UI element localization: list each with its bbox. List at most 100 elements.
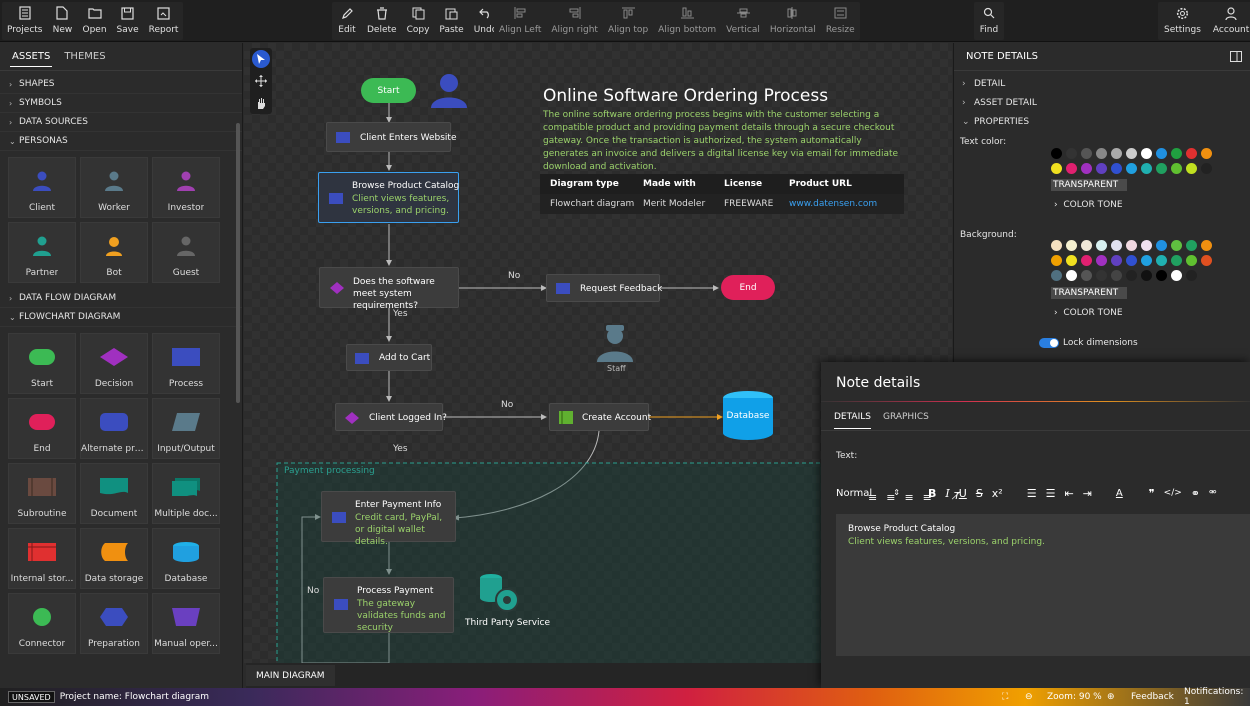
align-left-text-icon[interactable]: ≡ bbox=[868, 491, 878, 504]
color-swatch[interactable] bbox=[1111, 255, 1122, 266]
color-swatch[interactable] bbox=[1171, 163, 1182, 174]
color-swatch[interactable] bbox=[1156, 163, 1167, 174]
shape-data-storage[interactable]: Data storage bbox=[80, 528, 148, 589]
color-swatch[interactable] bbox=[1126, 255, 1137, 266]
zoom-out-icon[interactable]: ⊖ bbox=[1025, 692, 1033, 702]
delete-button[interactable]: Delete bbox=[362, 2, 402, 40]
section-flowchart-diagram[interactable]: ⌄FLOWCHART DIAGRAM bbox=[0, 308, 242, 327]
section-data-sources[interactable]: ›DATA SOURCES bbox=[0, 113, 242, 132]
tab-main-diagram[interactable]: MAIN DIAGRAM bbox=[246, 665, 335, 686]
color-swatch[interactable] bbox=[1081, 148, 1092, 159]
align-horizontal-button[interactable]: Horizontal bbox=[765, 2, 821, 40]
tab-details[interactable]: DETAILS bbox=[834, 412, 871, 429]
color-swatch[interactable] bbox=[1081, 163, 1092, 174]
color-swatch[interactable] bbox=[1126, 163, 1137, 174]
copy-button[interactable]: Copy bbox=[402, 2, 435, 40]
color-swatch[interactable] bbox=[1186, 148, 1197, 159]
color-swatch[interactable] bbox=[1171, 270, 1182, 281]
underline-icon[interactable]: U bbox=[958, 486, 967, 500]
color-swatch[interactable] bbox=[1141, 270, 1152, 281]
color-swatch[interactable] bbox=[1201, 163, 1212, 174]
node-process-payment[interactable]: Process Payment The gateway validates fu… bbox=[323, 577, 454, 633]
shape-end[interactable]: End bbox=[8, 398, 76, 459]
shape-multiple-documents[interactable]: Multiple doc... bbox=[152, 463, 220, 524]
bullet-list-icon[interactable]: ☰ bbox=[1045, 486, 1056, 500]
color-swatch[interactable] bbox=[1096, 270, 1107, 281]
persona-worker[interactable]: Worker bbox=[80, 157, 148, 218]
align-top-button[interactable]: Align top bbox=[603, 2, 653, 40]
align-center-text-icon[interactable]: ≡ bbox=[886, 491, 896, 504]
node-browse-product-catalog[interactable]: Browse Product Catalog Client views feat… bbox=[318, 172, 459, 223]
shape-process[interactable]: Process bbox=[152, 333, 220, 394]
bold-icon[interactable]: B bbox=[928, 486, 937, 500]
italic-icon[interactable]: I bbox=[945, 486, 950, 500]
node-enter-payment-info[interactable]: Enter Payment Info Credit card, PayPal, … bbox=[321, 491, 456, 547]
persona-partner[interactable]: Partner bbox=[8, 222, 76, 283]
color-swatch[interactable] bbox=[1111, 163, 1122, 174]
shape-internal-storage[interactable]: Internal stor... bbox=[8, 528, 76, 589]
color-swatch[interactable] bbox=[1111, 240, 1122, 251]
persona-investor[interactable]: Investor bbox=[152, 157, 220, 218]
zoom-in-icon[interactable]: ⊕ bbox=[1107, 692, 1115, 702]
section-detail[interactable]: ›DETAIL bbox=[962, 78, 1006, 89]
move-icon[interactable] bbox=[252, 72, 270, 90]
color-swatch[interactable] bbox=[1141, 255, 1152, 266]
shape-document[interactable]: Document bbox=[80, 463, 148, 524]
color-swatch[interactable] bbox=[1096, 240, 1107, 251]
tab-graphics[interactable]: GRAPHICS bbox=[882, 412, 929, 422]
color-swatch[interactable] bbox=[1141, 240, 1152, 251]
save-button[interactable]: Save bbox=[112, 2, 144, 40]
align-vertical-button[interactable]: Vertical bbox=[721, 2, 765, 40]
paste-button[interactable]: Paste bbox=[434, 2, 468, 40]
persona-client[interactable]: Client bbox=[8, 157, 76, 218]
superscript-icon[interactable]: x² bbox=[991, 486, 1003, 500]
text-style-select[interactable]: Normal⇕ bbox=[836, 487, 900, 499]
color-swatch[interactable] bbox=[1141, 163, 1152, 174]
color-swatch[interactable] bbox=[1171, 148, 1182, 159]
link-icon[interactable]: ⚭ bbox=[1190, 486, 1201, 500]
projects-button[interactable]: Projects bbox=[2, 2, 47, 40]
shape-input-output[interactable]: Input/Output bbox=[152, 398, 220, 459]
new-button[interactable]: New bbox=[47, 2, 77, 40]
notifications-count[interactable]: Notifications: 1 bbox=[1184, 687, 1244, 706]
color-swatch[interactable] bbox=[1126, 270, 1137, 281]
node-database[interactable]: Database bbox=[723, 391, 773, 445]
color-swatch[interactable] bbox=[1186, 163, 1197, 174]
fit-screen-icon[interactable]: ⛶ bbox=[1002, 692, 1009, 702]
strikethrough-icon[interactable]: S bbox=[975, 486, 983, 500]
color-swatch[interactable] bbox=[1171, 255, 1182, 266]
color-swatch[interactable] bbox=[1141, 148, 1152, 159]
product-url-link[interactable]: www.datensen.com bbox=[789, 199, 878, 209]
color-swatch[interactable] bbox=[1096, 163, 1107, 174]
unlink-icon[interactable]: ⚮ bbox=[1209, 488, 1217, 498]
color-swatch[interactable] bbox=[1201, 148, 1212, 159]
note-text-editor[interactable]: Browse Product Catalog Client views feat… bbox=[836, 514, 1250, 656]
feedback-link[interactable]: Feedback bbox=[1131, 692, 1174, 702]
color-swatch[interactable] bbox=[1156, 270, 1167, 281]
client-persona-icon[interactable] bbox=[431, 72, 467, 112]
color-swatch[interactable] bbox=[1081, 270, 1092, 281]
color-swatch[interactable] bbox=[1111, 148, 1122, 159]
color-swatch[interactable] bbox=[1186, 270, 1197, 281]
color-swatch[interactable] bbox=[1096, 255, 1107, 266]
node-end[interactable]: End bbox=[721, 275, 775, 300]
resize-button[interactable]: Resize bbox=[821, 2, 860, 40]
color-swatch[interactable] bbox=[1126, 240, 1137, 251]
color-swatch[interactable] bbox=[1051, 148, 1062, 159]
node-client-logged-in-decision[interactable]: Client Logged In? bbox=[335, 403, 447, 431]
node-create-account[interactable]: Create Account bbox=[549, 403, 651, 431]
color-swatch[interactable] bbox=[1201, 255, 1212, 266]
color-swatch[interactable] bbox=[1066, 255, 1077, 266]
shape-subroutine[interactable]: Subroutine bbox=[8, 463, 76, 524]
section-shapes[interactable]: ›SHAPES bbox=[0, 75, 242, 94]
color-swatch[interactable] bbox=[1186, 255, 1197, 266]
align-left-button[interactable]: Align Left bbox=[494, 2, 546, 40]
color-swatch[interactable] bbox=[1156, 255, 1167, 266]
color-swatch[interactable] bbox=[1051, 163, 1062, 174]
node-client-enters-website[interactable]: Client Enters Website bbox=[326, 122, 457, 152]
color-swatch[interactable] bbox=[1066, 240, 1077, 251]
edit-button[interactable]: Edit bbox=[332, 2, 362, 40]
background-color-tone-toggle[interactable]: › COLOR TONE bbox=[1054, 308, 1123, 318]
hand-pan-icon[interactable] bbox=[252, 94, 270, 112]
find-button[interactable]: Find bbox=[974, 2, 1004, 40]
